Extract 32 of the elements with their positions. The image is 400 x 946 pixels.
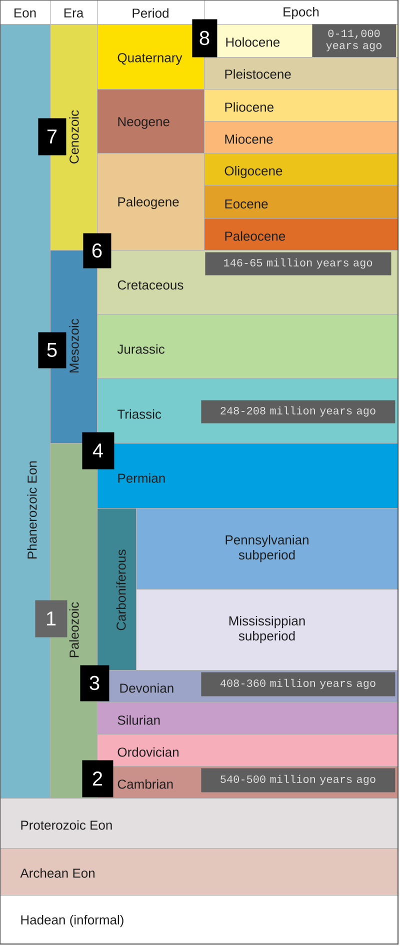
column-header: Eon bbox=[0, 0, 51, 25]
date-tag: 540-500 million years ago bbox=[201, 768, 396, 792]
subperiod-cell: Pennsylvanian subperiod bbox=[136, 508, 399, 590]
callout-number: 6 bbox=[83, 233, 112, 268]
column-header: Epoch bbox=[204, 0, 399, 25]
date-tag: 0-11,000 years ago bbox=[312, 24, 396, 58]
callout-number: 1 bbox=[35, 600, 68, 638]
epoch-cell: Eocene bbox=[204, 185, 399, 219]
epoch-cell: Paleocene bbox=[204, 218, 399, 251]
callout-number: 4 bbox=[82, 432, 114, 470]
callout-number: 2 bbox=[82, 760, 114, 798]
subperiod-cell: Mississippian subperiod bbox=[136, 589, 399, 671]
period-cell: Silurian bbox=[97, 702, 399, 735]
epoch-cell: Oligocene bbox=[204, 153, 399, 186]
epoch-cell: Miocene bbox=[204, 121, 399, 154]
date-tag: 248-208 million years ago bbox=[201, 400, 396, 424]
callout-number: 5 bbox=[38, 332, 66, 368]
callout-number: 8 bbox=[192, 19, 218, 58]
epoch-cell: Pliocene bbox=[204, 89, 399, 122]
epoch-cell: Pleistocene bbox=[204, 57, 399, 90]
period-cell: Carboniferous bbox=[97, 508, 137, 671]
column-header: Era bbox=[50, 0, 98, 25]
callout-number: 3 bbox=[80, 665, 110, 702]
period-cell: Ordovician bbox=[97, 734, 399, 767]
callout-number: 7 bbox=[38, 118, 66, 156]
eon-band: Proterozoic Eon bbox=[0, 798, 399, 849]
period-cell: Jurassic bbox=[97, 314, 399, 379]
date-tag: 146-65 million years ago bbox=[205, 252, 392, 276]
eon-band: Hadean (informal) bbox=[0, 895, 399, 945]
period-cell: Neogene bbox=[97, 89, 205, 154]
eon-band: Archean Eon bbox=[0, 848, 399, 896]
date-tag: 408-360 million years ago bbox=[201, 672, 396, 696]
